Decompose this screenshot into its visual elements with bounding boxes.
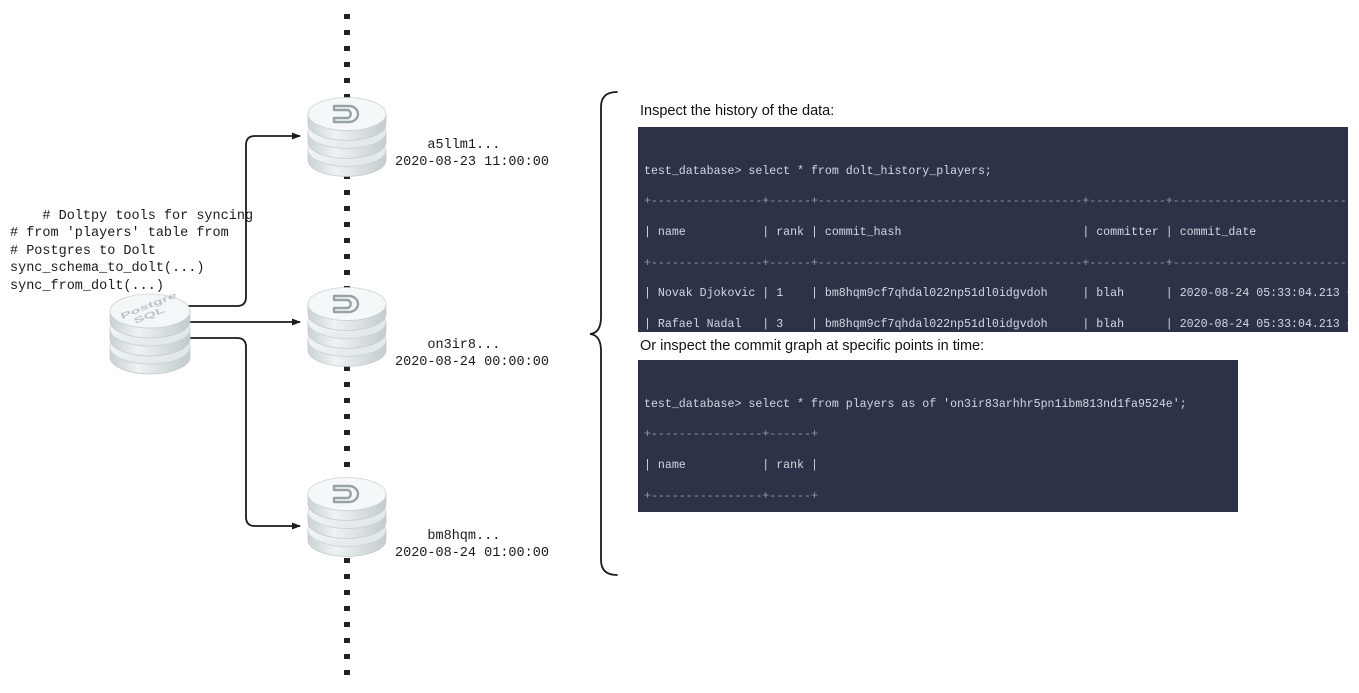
commit-hash: a5llm1... [427,137,501,153]
terminal-header-row: | name | rank | [644,459,818,473]
terminal-row: | Novak Djokovic | 1 | bm8hqm9cf7qhdal02… [644,287,1348,301]
code-line: # from 'players' table from [10,226,229,242]
asof-caption: Or inspect the commit graph at specific … [640,338,985,354]
terminal-row: | Rafael Nadal | 3 | bm8hqm9cf7qhdal022n… [644,318,1348,332]
commit-timestamp: 2020-08-24 01:00:00 [395,546,549,561]
terminal-rule: +----------------+------+---------------… [644,256,1348,270]
code-line: sync_from_dolt(...) [10,278,164,294]
terminal-prompt-line: test_database> select * from players as … [644,397,1187,411]
dolt-cylinder-icon-1 [303,88,391,180]
dolt-logo-glyph [332,484,360,504]
dolt-cylinder-icon-2 [303,278,391,370]
dolt-cylinder-icon-3 [303,468,391,560]
commit-timestamp: 2020-08-24 00:00:00 [395,355,549,370]
terminal-rule: +----------------+------+ [644,428,818,442]
history-terminal-output: test_database> select * from dolt_histor… [638,127,1348,332]
commit-label-3: bm8hqm... 2020-08-24 01:00:00 [395,510,549,580]
dolt-logo-glyph [332,294,360,314]
terminal-header-row: | name | rank | commit_hash | committer … [644,226,1257,240]
commit-label-1: a5llm1... 2020-08-23 11:00:00 [395,119,549,189]
postgresql-cylinder-icon: Postgre SQL [104,285,196,377]
dolt-logo-glyph [332,104,360,124]
commit-hash: bm8hqm... [427,528,501,544]
terminal-rule: +----------------+------+---------------… [644,195,1348,209]
code-line: # Doltpy tools for syncing [42,208,254,224]
code-line: sync_schema_to_dolt(...) [10,261,205,277]
code-line: # Postgres to Dolt [10,243,156,259]
asof-terminal-output: test_database> select * from players as … [638,360,1238,512]
history-caption: Inspect the history of the data: [640,103,835,119]
commit-timestamp: 2020-08-23 11:00:00 [395,155,549,170]
terminal-prompt-line: test_database> select * from dolt_histor… [644,164,992,178]
commit-hash: on3ir8... [427,337,501,353]
commit-label-2: on3ir8... 2020-08-24 00:00:00 [395,319,549,389]
doltpy-code-comment: # Doltpy tools for syncing # from 'playe… [10,190,253,313]
terminal-rule: +----------------+------+ [644,489,818,503]
